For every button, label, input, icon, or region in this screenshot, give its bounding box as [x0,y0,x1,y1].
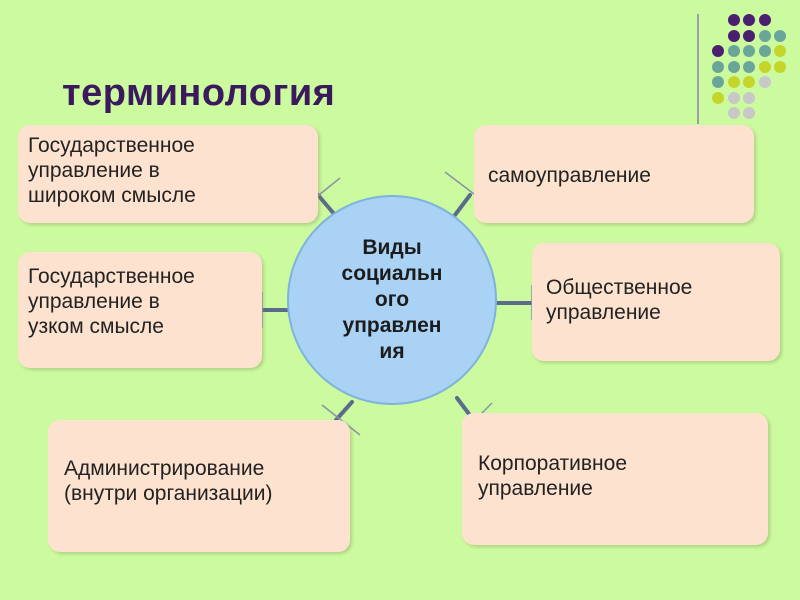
box-gov-broad: Государственное управление в широком смы… [18,125,318,223]
decor-dot [758,29,771,42]
decor-dot [758,14,771,26]
center-circle-label: Виды социальн ого управлен ия [341,236,443,363]
box-admin-label: Администрирование (внутри организации) [64,457,273,505]
decor-dot [727,91,740,104]
decor-dot [712,76,724,88]
decor-dot [743,91,755,104]
box-corporate: Корпоративное управление [462,413,768,545]
decor-dot [743,45,755,57]
decor-divider [697,14,699,124]
box-corporate-label: Корпоративное управление [478,452,627,500]
slide-title: терминология [62,72,336,114]
decor-dot [774,60,786,73]
decor-dot [758,45,771,57]
decor-dot [727,45,740,57]
box-admin: Администрирование (внутри организации) [48,420,350,552]
center-circle: Виды социальн ого управлен ия [287,195,497,405]
box-gov-narrow-label: Государственное управление в узком смысл… [28,265,195,338]
connector-gov-broad [316,193,337,217]
box-public-label: Общественное управление [546,276,693,324]
decor-dot [712,91,724,104]
decor-dot [712,45,724,57]
box-public: Общественное управление [532,243,780,361]
box-gov-narrow: Государственное управление в узком смысл… [18,252,262,368]
box-gov-broad-label: Государственное управление в широком смы… [28,134,196,207]
decor-dot [743,76,755,88]
decor-dot [712,60,724,73]
decor-dot [727,29,740,42]
decor-dot [727,107,740,119]
decor-dot [743,29,755,42]
box-self: самоуправление [474,125,754,223]
decor-dot [743,14,755,26]
decor-dot [758,60,771,73]
decor-dot [758,76,771,88]
decor-dot [743,60,755,73]
decor-dot [774,45,786,57]
decor-dot [727,60,740,73]
decor-dot [774,29,786,42]
connector-admin [334,400,354,422]
decor-dot [743,107,755,119]
connector-self [453,193,472,217]
decor-dot [727,76,740,88]
decor-dot [727,14,740,26]
box-self-label: самоуправление [488,164,651,187]
